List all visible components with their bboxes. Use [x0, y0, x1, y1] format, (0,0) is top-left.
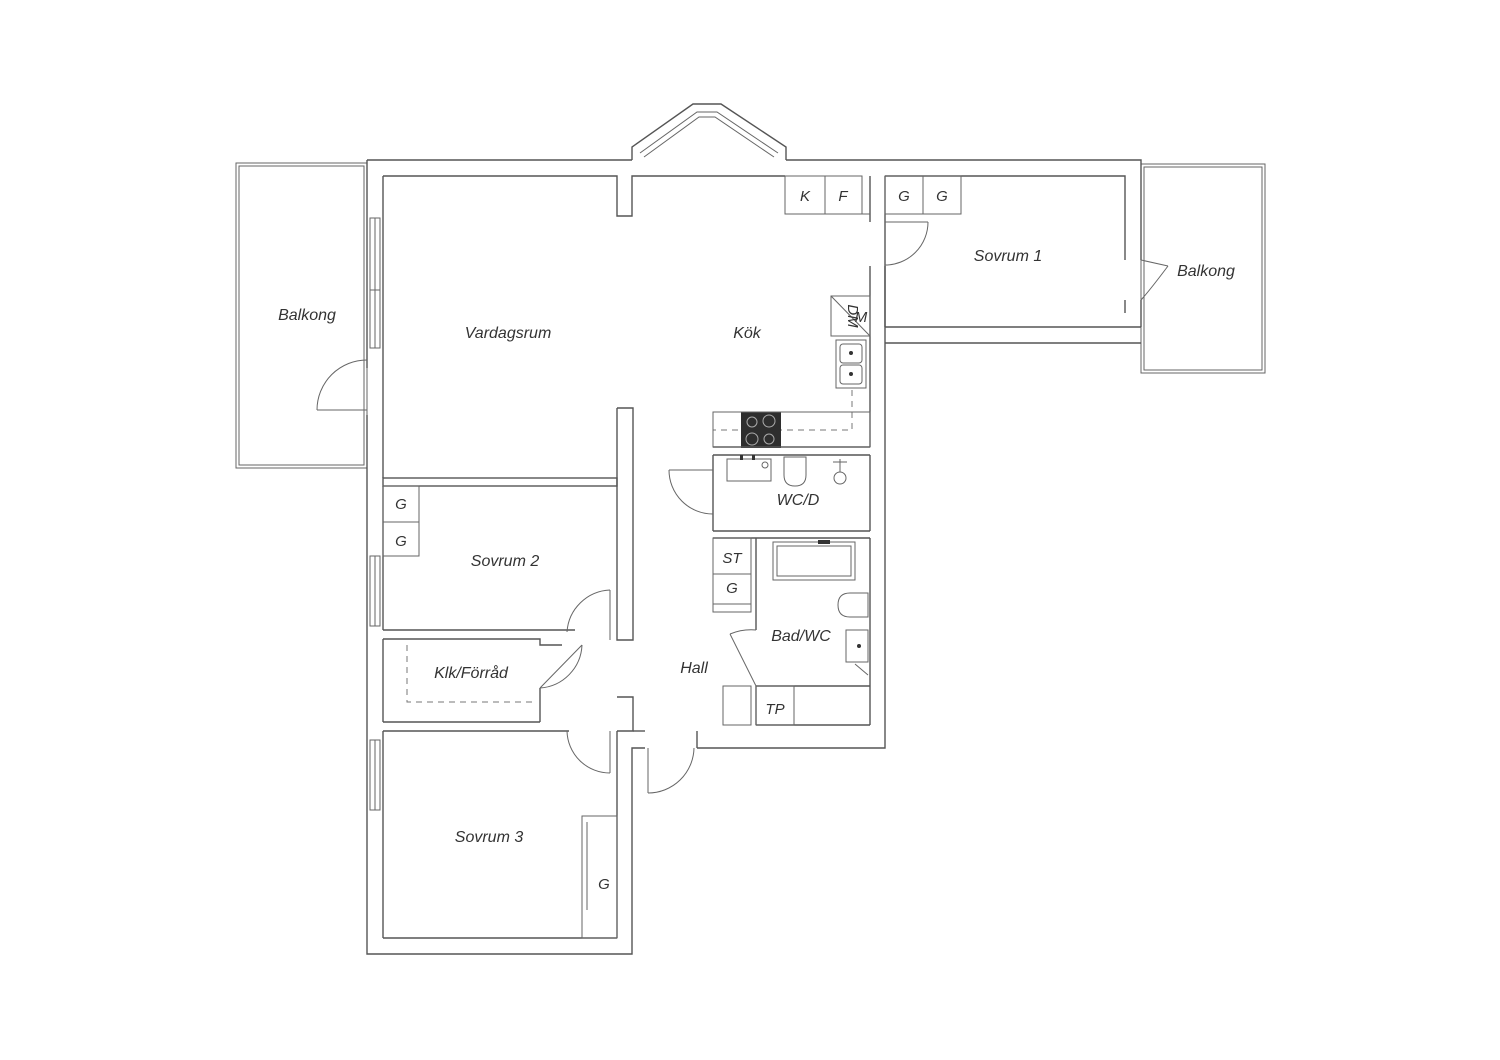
label-g-bedroom2-b: G: [395, 533, 407, 550]
label-bad-wc: Bad/WC: [771, 628, 831, 645]
label-wc-d: WC/D: [777, 492, 820, 509]
label-balkong-left: Balkong: [278, 307, 336, 324]
windows: [369, 217, 381, 811]
interior-walls: [382, 176, 886, 938]
kitchen-fixtures: [712, 175, 871, 448]
bathroom-fixtures: [712, 537, 869, 726]
label-f: F: [838, 188, 848, 205]
bedroom1-wardrobes: [884, 175, 962, 215]
label-g-bedroom1-b: G: [936, 188, 948, 205]
fixture-labels: K F G G G G G G ST TP DM M: [395, 188, 948, 893]
label-g-bedroom1-a: G: [898, 188, 910, 205]
label-g-bedroom2-a: G: [395, 496, 407, 513]
bedroom3-wardrobe: [581, 815, 618, 939]
label-tp: TP: [765, 701, 784, 718]
label-balkong-right: Balkong: [1177, 263, 1235, 280]
exterior-walls: [366, 159, 1142, 955]
label-vardagsrum: Vardagsrum: [465, 325, 552, 342]
label-sovrum3: Sovrum 3: [455, 829, 524, 846]
label-g-hall: G: [726, 580, 738, 597]
label-sovrum1: Sovrum 1: [974, 248, 1042, 265]
room-labels: Balkong Balkong Vardagsrum Kök Sovrum 1 …: [278, 248, 1235, 846]
label-hall: Hall: [680, 660, 708, 677]
balcony-right: [1140, 163, 1266, 374]
storage-shelving: [406, 645, 534, 703]
label-st: ST: [722, 550, 743, 567]
doors: [316, 221, 1169, 794]
bay-window: [631, 103, 787, 160]
label-dm: DM: [844, 304, 861, 328]
label-k: K: [800, 188, 811, 205]
label-klk-forrad: Klk/Förråd: [434, 664, 509, 682]
wc-fixtures: [726, 455, 847, 487]
label-kok: Kök: [733, 325, 762, 342]
bedroom2-wardrobes: [382, 485, 420, 557]
label-g-bedroom3: G: [598, 876, 610, 893]
label-sovrum2: Sovrum 2: [471, 553, 540, 570]
label-m: M: [855, 309, 868, 326]
